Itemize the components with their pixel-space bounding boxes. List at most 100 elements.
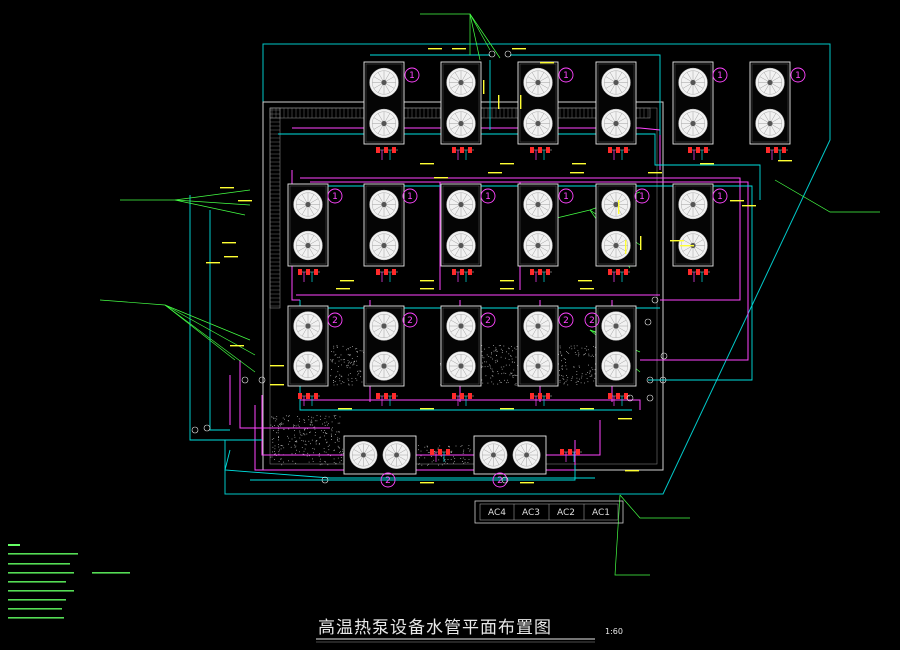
unit-number: 2 <box>589 316 595 326</box>
heat-pump-unit <box>363 61 405 145</box>
unit-number-tag: 1 <box>558 67 574 83</box>
fan-icon <box>369 189 399 220</box>
unit-number-tag: 1 <box>402 188 418 204</box>
unit-number: 1 <box>717 71 723 81</box>
fan-icon <box>601 67 631 98</box>
heat-pump-units <box>287 61 791 475</box>
unit-number-tag: 1 <box>480 188 496 204</box>
unit-number-tag: 1 <box>558 188 574 204</box>
unit-number-tag: 2 <box>480 312 496 328</box>
fan-icon <box>601 351 631 381</box>
unit-number: 1 <box>409 71 415 81</box>
unit-number-tag: 1 <box>404 67 420 83</box>
unit-number: 1 <box>717 192 723 202</box>
heat-pump-unit <box>595 183 637 267</box>
fan-icon <box>601 230 631 261</box>
valve-group <box>376 147 398 160</box>
drawing-title: 高温热泵设备水管平面布置图 <box>318 618 552 638</box>
fan-icon <box>293 351 323 381</box>
unit-number-tag: 1 <box>712 188 728 204</box>
platform-wall-inner <box>269 107 658 465</box>
heat-pump-unit <box>473 435 547 475</box>
unit-number-tag: 2 <box>492 472 508 488</box>
fan-icon <box>523 311 553 341</box>
heat-pump-unit <box>595 61 637 145</box>
heat-pump-unit <box>343 435 417 475</box>
cabinet-row: AC4 AC3 AC2 AC1 <box>474 500 624 524</box>
unit-number: 1 <box>563 192 569 202</box>
fan-icon <box>523 108 553 139</box>
cabinet-label: AC2 <box>557 508 575 518</box>
unit-number-tag: 2 <box>402 312 418 328</box>
fan-icon <box>479 441 508 469</box>
design-notes <box>8 544 130 619</box>
unit-number-tag: 2 <box>584 312 600 328</box>
pipe-size-marks <box>206 48 792 484</box>
unit-number: 2 <box>563 316 569 326</box>
valve-group <box>608 147 630 160</box>
fan-icon <box>678 189 708 220</box>
valve-group <box>452 147 474 160</box>
unit-number-tags: 1 1 1 1 1 1 1 1 1 1 2 2 2 2 2 2 2 <box>327 67 806 488</box>
valve-group <box>766 147 788 160</box>
unit-number: 2 <box>407 316 413 326</box>
fan-icon <box>369 108 399 139</box>
unit-number-tag: 1 <box>634 188 650 204</box>
unit-number-tag: 2 <box>558 312 574 328</box>
unit-number: 2 <box>485 316 491 326</box>
fan-icon <box>369 311 399 341</box>
fan-icon <box>293 311 323 341</box>
fan-icon <box>601 108 631 139</box>
fan-icon <box>678 67 708 98</box>
fan-icon <box>601 189 631 220</box>
fan-icon <box>446 108 476 139</box>
valve-group <box>298 393 320 406</box>
valve-group <box>688 269 710 282</box>
fan-icon <box>446 230 476 261</box>
walkway-hatch-lines-left <box>270 109 280 307</box>
unit-number-tag: 1 <box>712 67 728 83</box>
fan-icon <box>382 441 411 469</box>
valve-group <box>530 147 552 160</box>
fan-icon <box>349 441 378 469</box>
pipe-network-supply <box>229 127 749 471</box>
fan-icon <box>293 189 323 220</box>
valve-group <box>560 449 582 462</box>
valve-group <box>530 393 552 406</box>
unit-number: 1 <box>563 71 569 81</box>
fan-icon <box>446 67 476 98</box>
pipe-junctions <box>191 50 668 484</box>
unit-number: 1 <box>485 192 491 202</box>
valve-group <box>608 393 630 406</box>
fan-icon <box>523 230 553 261</box>
heat-pump-unit <box>440 305 482 387</box>
heat-pump-unit <box>595 305 637 387</box>
unit-number-tag: 1 <box>327 188 343 204</box>
valve-group <box>688 147 710 160</box>
heat-pump-unit <box>363 183 405 267</box>
heat-pump-unit <box>672 183 714 267</box>
heat-pump-unit <box>440 61 482 145</box>
valve-group <box>430 449 452 462</box>
unit-number-tag: 2 <box>380 472 396 488</box>
unit-number: 1 <box>795 71 801 81</box>
cabinet-label: AC1 <box>592 508 610 518</box>
fan-icon <box>369 67 399 98</box>
fan-icon <box>678 108 708 139</box>
fan-icon <box>601 311 631 341</box>
walkway-hatch-left <box>269 107 281 309</box>
heat-pump-unit <box>287 305 329 387</box>
fan-icon <box>446 189 476 220</box>
valve-group <box>608 269 630 282</box>
heat-pump-unit <box>517 305 559 387</box>
valve-group <box>376 393 398 406</box>
unit-number-tag: 2 <box>327 312 343 328</box>
valve-group <box>452 269 474 282</box>
unit-number: 2 <box>385 476 391 486</box>
heat-pump-unit <box>440 183 482 267</box>
heat-pump-unit <box>363 305 405 387</box>
fan-icon <box>512 441 541 469</box>
valve-group <box>530 269 552 282</box>
fan-icon <box>293 230 323 261</box>
fan-icon <box>369 351 399 381</box>
